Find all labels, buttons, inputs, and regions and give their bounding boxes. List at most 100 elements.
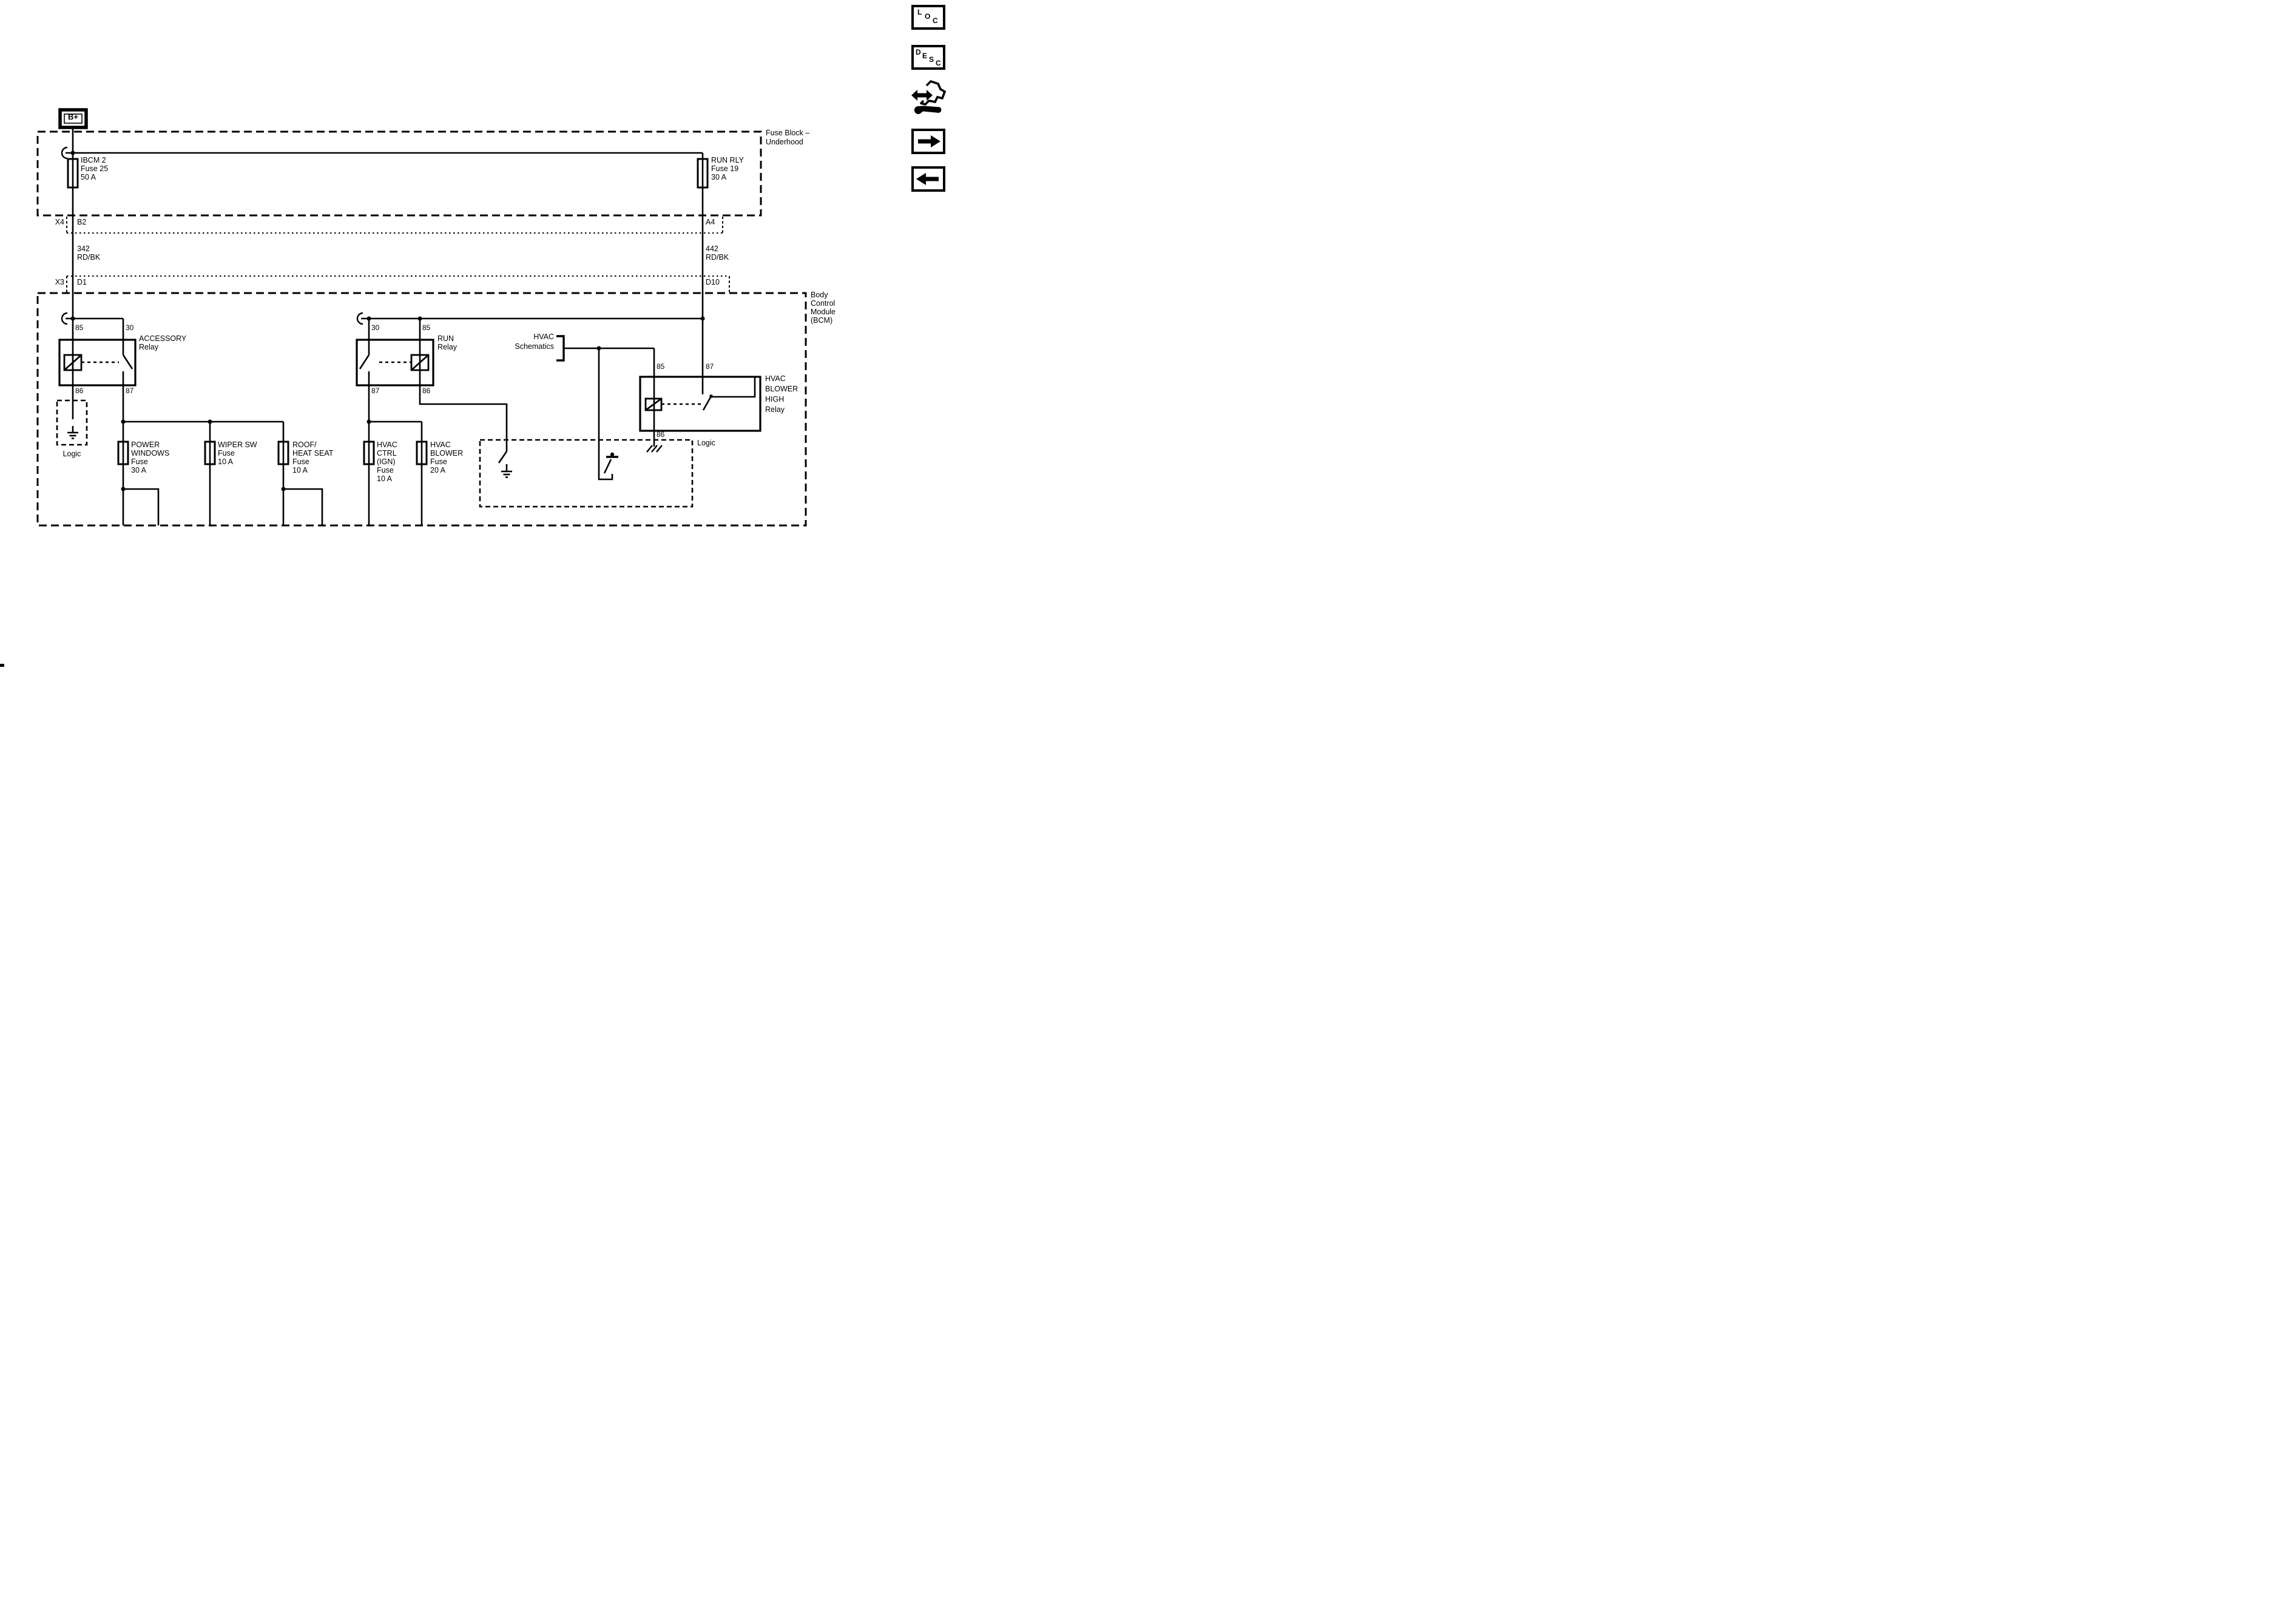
earth-ground-right [501,470,512,478]
logic-label-right: Logic [697,439,715,447]
run-pin-86: 86 [422,387,431,395]
hvac-blower-fuse-2: BLOWER [430,449,464,457]
hvac-relay-pin-85: 85 [657,362,665,371]
hvac-ctrl-fuse-4: Fuse [377,466,394,474]
run-rly-fuse-name: RUN RLY [711,156,744,164]
hvac-relay-pin-86: 86 [657,430,665,439]
power-windows-fuse-1: POWER [131,441,160,449]
hvac-schematics-label-1: HVAC [533,333,554,341]
fuse-block-underhood-box [36,130,762,217]
loc-letter-o: O [925,12,931,21]
roof-heat-seat-fuse-3: Fuse [292,457,309,466]
wire-continuation-loops [61,146,363,325]
hvac-ctrl-fuse-1: HVAC [377,441,397,449]
accessory-relay-box [58,339,137,387]
chassis-ground [646,445,663,453]
circuit-442: 442 [706,245,718,253]
connector-x3: X3 [55,278,64,286]
power-windows-fuse-2: WINDOWS [131,449,170,457]
run-rly-fuse-id: Fuse 19 [711,164,739,173]
page-corner-mark [0,664,4,667]
relay-coil-links [81,361,701,405]
wiper-sw-fuse-symbol [204,441,216,465]
wire-color-right: RD/BK [706,253,729,262]
hvac-ctrl-fuse-3: (IGN) [377,457,396,466]
loc-button[interactable] [911,5,945,30]
junction-dots [70,150,713,491]
run-relay-name-2: Relay [437,343,457,351]
hvac-blower-fuse-4: 20 A [430,466,446,474]
run-rly-fuse-symbol [697,158,709,189]
wire-color-left: RD/BK [77,253,101,262]
desc-letter-s: S [929,55,934,64]
hvac-blower-fuse-1: HVAC [430,441,451,449]
hvac-schematics-label-2: Schematics [515,342,554,351]
run-pin-87: 87 [371,387,380,395]
ibcm2-fuse-name: IBCM 2 [81,156,106,164]
hvac-relay-pin-87: 87 [706,362,714,371]
bcm-title-4: (BCM) [811,316,833,325]
bcm-title-2: Control [811,299,836,308]
pin-d1: D1 [77,278,87,286]
fuse-block-title-2: Underhood [766,138,803,146]
accessory-pin-85: 85 [75,323,84,332]
hvac-relay-name-3: HIGH [765,395,785,403]
hvac-ctrl-fuse-symbol [363,441,375,465]
relay-boxes [58,339,761,432]
power-windows-fuse-4: 30 A [131,466,147,474]
logic-label-left: Logic [62,450,81,458]
logic-box-right [479,439,694,508]
forward-arrow-button[interactable] [911,129,945,154]
hvac-ctrl-fuse-5: 10 A [377,474,393,483]
hvac-relay-name-4: Relay [765,405,785,414]
hvac-blower-high-relay-box [639,376,761,432]
run-pin-30: 30 [371,323,380,332]
loc-letter-l: L [917,8,922,16]
pin-a4: A4 [706,218,715,226]
run-pin-85: 85 [422,323,431,332]
desc-letter-d: D [916,48,921,56]
pin-d10: D10 [706,278,720,286]
hvac-relay-name-2: BLOWER [765,385,799,393]
logic-switch-contact [606,452,618,458]
roof-heat-seat-fuse-4: 10 A [292,466,308,474]
fuse-symbols [67,158,709,465]
desc-letter-e: E [922,52,928,60]
accessory-pin-30: 30 [126,323,134,332]
run-relay-box [356,339,434,387]
accessory-pin-87: 87 [126,387,134,395]
relay-coils [63,354,663,411]
b-plus-terminal-box [58,108,88,129]
hvac-blower-fuse-symbol [416,441,428,465]
wires [66,128,756,525]
pin-b2: B2 [77,218,87,226]
accessory-pin-86: 86 [75,387,84,395]
circuit-342: 342 [77,245,90,253]
desc-button[interactable] [911,45,945,70]
roof-heat-seat-fuse-symbol [277,441,289,465]
component-tool-icon[interactable] [911,79,947,114]
hvac-schematics-bracket [556,335,565,362]
logic-box-left [56,399,88,446]
wiper-sw-fuse-3: 10 A [218,457,234,466]
schematic-linework [0,5,947,667]
back-arrow-button[interactable] [911,166,945,192]
desc-letter-c: C [936,59,941,67]
roof-heat-seat-fuse-2: HEAT SEAT [292,449,334,457]
bcm-title-1: Body [811,291,828,299]
earth-ground-left [67,426,78,439]
connector-x4: X4 [55,218,64,226]
hvac-ctrl-fuse-2: CTRL [377,449,397,457]
b-plus-label: B+ [68,112,78,121]
power-windows-fuse-3: Fuse [131,457,148,466]
connector-row-lines [67,232,729,277]
connector-row-dividers [66,217,730,293]
ibcm2-fuse-id: Fuse 25 [81,164,109,173]
run-rly-fuse-rating: 30 A [711,173,727,181]
wiper-sw-fuse-1: WIPER SW [218,441,257,449]
accessory-relay-name-1: ACCESSORY [139,334,187,343]
hvac-blower-fuse-3: Fuse [430,457,447,466]
wiring-diagram-page: B+ Fuse Block – Underhood IBCM 2 Fuse 25… [0,0,947,667]
run-relay-name-1: RUN [437,334,454,343]
ibcm2-fuse-symbol [67,158,79,189]
